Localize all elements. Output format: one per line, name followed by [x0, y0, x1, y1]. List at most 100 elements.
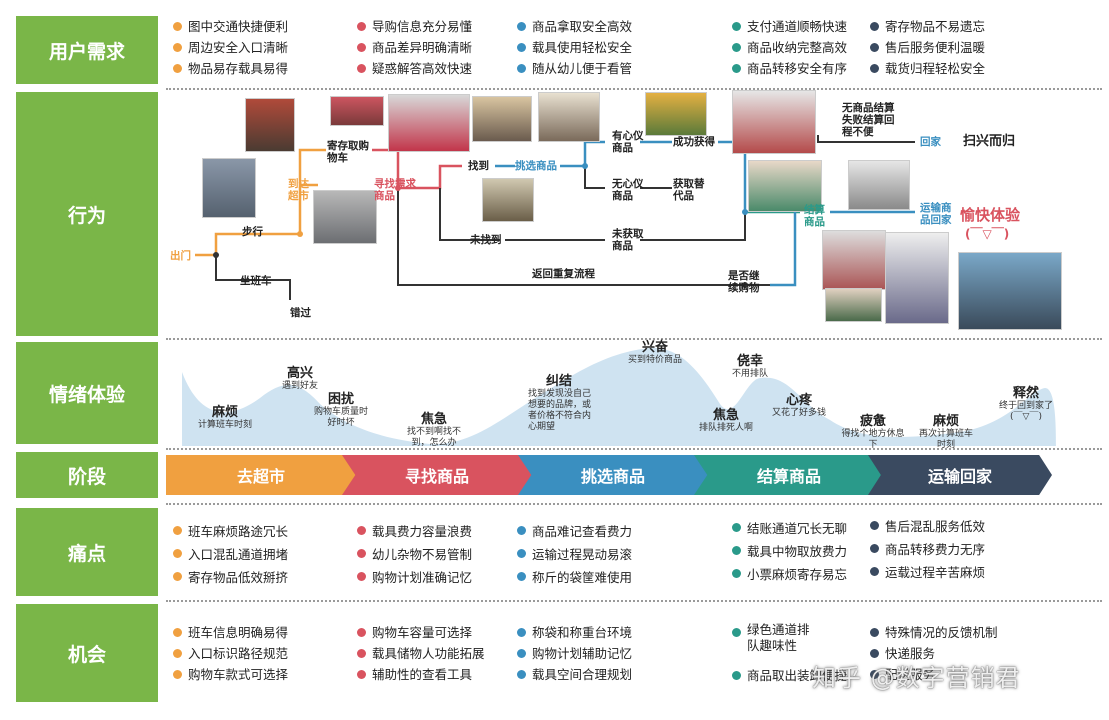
behavior-saoxing: 扫兴而归 — [963, 134, 1016, 149]
behavior-shifoujixu: 是否继续购物 — [728, 270, 760, 294]
photo-home — [958, 252, 1062, 330]
list-item: 商品拿取安全高效 — [517, 16, 632, 37]
behavior-youxinyi: 有心仪商品 — [612, 130, 644, 154]
list-item: 载具使用轻松安全 — [517, 37, 632, 58]
opportunity-list: 绿色通道排队趣味性 商品取出装卸便捷 — [732, 622, 847, 686]
list-item: 入口标识路径规范 — [173, 643, 288, 664]
photo-locker — [330, 96, 384, 126]
list-item: 配送服务 — [870, 664, 998, 685]
list-item: 称袋和称重台环境 — [517, 622, 632, 643]
needs-list: 导购信息充分易懂 商品差异明确清晰 疑惑解答高效快速 — [357, 16, 472, 79]
list-item: 运输过程晃动易滚 — [517, 543, 632, 566]
behavior-chumen: 出门 — [170, 250, 191, 262]
emotion-3: 困扰购物车质量时好时坏 — [313, 392, 368, 428]
separator — [166, 448, 1102, 450]
list-item: 班车麻烦路途冗长 — [173, 520, 288, 543]
photo-packing2 — [885, 232, 949, 324]
list-item: 载具中物取放费力 — [732, 540, 847, 563]
list-item: 载货归程轻松安全 — [870, 58, 985, 79]
pain-list: 售后混乱服务低效 商品转移费力无序 运载过程辛苦麻烦 — [870, 515, 985, 584]
needs-list: 图中交通快捷便利 周边安全入口清晰 物品易存载具易得 — [173, 16, 288, 79]
pain-list: 载具费力容量浪费 幼儿杂物不易管制 购物计划准确记忆 — [357, 520, 472, 589]
behavior-fanhui: 返回重复流程 — [532, 268, 595, 280]
photo-checkout-queue — [732, 90, 816, 154]
stage-chevron: 结算商品 — [694, 455, 884, 495]
list-item: 称斤的袋筐难使用 — [517, 566, 632, 589]
row-label-pain: 痛点 — [16, 508, 158, 596]
row-label-behavior: 行为 — [16, 92, 158, 336]
photo-shelf-red — [388, 94, 470, 152]
list-item: 购物计划辅助记忆 — [517, 643, 632, 664]
list-item: 入口混乱通道拥堵 — [173, 543, 288, 566]
list-item: 商品转移安全有序 — [732, 58, 847, 79]
behavior-jicun: 寄存取购物车 — [327, 140, 369, 164]
list-item: 载具空间合理规划 — [517, 664, 632, 685]
list-item: 导购信息充分易懂 — [357, 16, 472, 37]
behavior-weihuoqu: 未获取商品 — [612, 228, 644, 252]
behavior-huijia: 回家 — [920, 136, 941, 148]
behavior-cuoguo: 错过 — [290, 307, 311, 319]
list-item: 购物车款式可选择 — [173, 664, 288, 685]
row-label-needs: 用户需求 — [16, 16, 158, 84]
emotion-7: 焦急排队排死人啊 — [698, 408, 753, 433]
watermark: 知乎 @数字营销君 — [812, 664, 1021, 692]
list-item: 周边安全入口清晰 — [173, 37, 288, 58]
emotion-9: 心疼又花了好多钱 — [771, 393, 826, 418]
photo-escalator — [245, 98, 295, 152]
emotion-10: 疲惫得找个地方休息下 — [841, 414, 905, 450]
list-item: 商品转移费力无序 — [870, 538, 985, 561]
list-item: 疑惑解答高效快速 — [357, 58, 472, 79]
list-item: 小票麻烦寄存易忘 — [732, 563, 847, 586]
pain-list: 班车麻烦路途冗长 入口混乱通道拥堵 寄存物品低效掰挤 — [173, 520, 288, 589]
list-item: 特殊情况的反馈机制 — [870, 622, 998, 643]
separator — [166, 503, 1102, 505]
opportunity-list: 称袋和称重台环境 购物计划辅助记忆 载具空间合理规划 — [517, 622, 632, 685]
row-label-opportunity: 机会 — [16, 604, 158, 702]
row-label-stage: 阶段 — [16, 452, 158, 498]
behavior-huoqutidai: 获取替代品 — [673, 178, 705, 202]
list-item: 图中交通快捷便利 — [173, 16, 288, 37]
list-item: 载具费力容量浪费 — [357, 520, 472, 543]
separator — [166, 600, 1102, 602]
emotion-2: 高兴遇到好友 — [281, 366, 318, 391]
needs-list: 支付通道顺畅快速 商品收纳完整高效 商品转移安全有序 — [732, 16, 847, 79]
emotion-1: 麻烦计算班车时刻 — [197, 405, 252, 430]
behavior-wushangpin: 无商品结算失败结算回程不便 — [842, 102, 895, 138]
behavior-weizhaodao: 未找到 — [470, 234, 502, 246]
list-item: 购物计划准确记忆 — [357, 566, 472, 589]
emotion-6: 兴奋买到特价商品 — [627, 340, 682, 365]
list-item: 商品收纳完整高效 — [732, 37, 847, 58]
list-item: 快递服务 — [870, 643, 998, 664]
list-item: 绿色通道排队趣味性 — [732, 622, 817, 654]
behavior-face: (￣▽￣) — [965, 227, 1010, 241]
pain-list: 商品难记查看费力 运输过程晃动易滚 称斤的袋筐难使用 — [517, 520, 632, 589]
stage-chevron: 去超市 — [166, 455, 356, 495]
pain-list: 结账通道冗长无聊 载具中物取放费力 小票麻烦寄存易忘 — [732, 517, 847, 586]
behavior-zhaodao: 找到 — [468, 160, 489, 172]
photo-station — [202, 158, 256, 218]
photo-packing3 — [825, 288, 882, 322]
list-item: 幼儿杂物不易管制 — [357, 543, 472, 566]
emotion-5: 纠结找到发现没自己想要的品牌，或者价格不符合内心期望 — [528, 374, 592, 432]
photo-packing1 — [822, 230, 886, 290]
behavior-zuobanche: 坐班车 — [240, 275, 272, 287]
list-item: 商品差异明确清晰 — [357, 37, 472, 58]
list-item: 售后混乱服务低效 — [870, 515, 985, 538]
stage-chevron: 寻找商品 — [342, 455, 532, 495]
photo-service — [848, 160, 910, 210]
behavior-jiesuan: 结算商品 — [804, 204, 825, 228]
stage-chevron: 挑选商品 — [518, 455, 708, 495]
emotion-12: 释然终于回到家了(￣▽￣) — [998, 386, 1053, 422]
row-label-emotion: 情绪体验 — [16, 342, 158, 444]
emotion-4: 焦急找不到啊找不到，怎么办 — [406, 412, 461, 448]
separator — [166, 338, 1102, 340]
list-item: 辅助性的查看工具 — [357, 664, 485, 685]
photo-shopper — [472, 96, 532, 142]
behavior-daodachaoshi: 到达超市 — [288, 178, 309, 202]
needs-list: 寄存物品不易遗忘 售后服务便利温暖 载货归程轻松安全 — [870, 16, 985, 79]
emotion-11: 麻烦再次计算班车时刻 — [918, 414, 973, 450]
behavior-tiaoxuan: 挑选商品 — [515, 160, 557, 172]
needs-list: 商品拿取安全高效 载具使用轻松安全 随从幼儿便于看管 — [517, 16, 632, 79]
photo-aisle — [538, 92, 600, 142]
list-item: 寄存物品低效掰挤 — [173, 566, 288, 589]
